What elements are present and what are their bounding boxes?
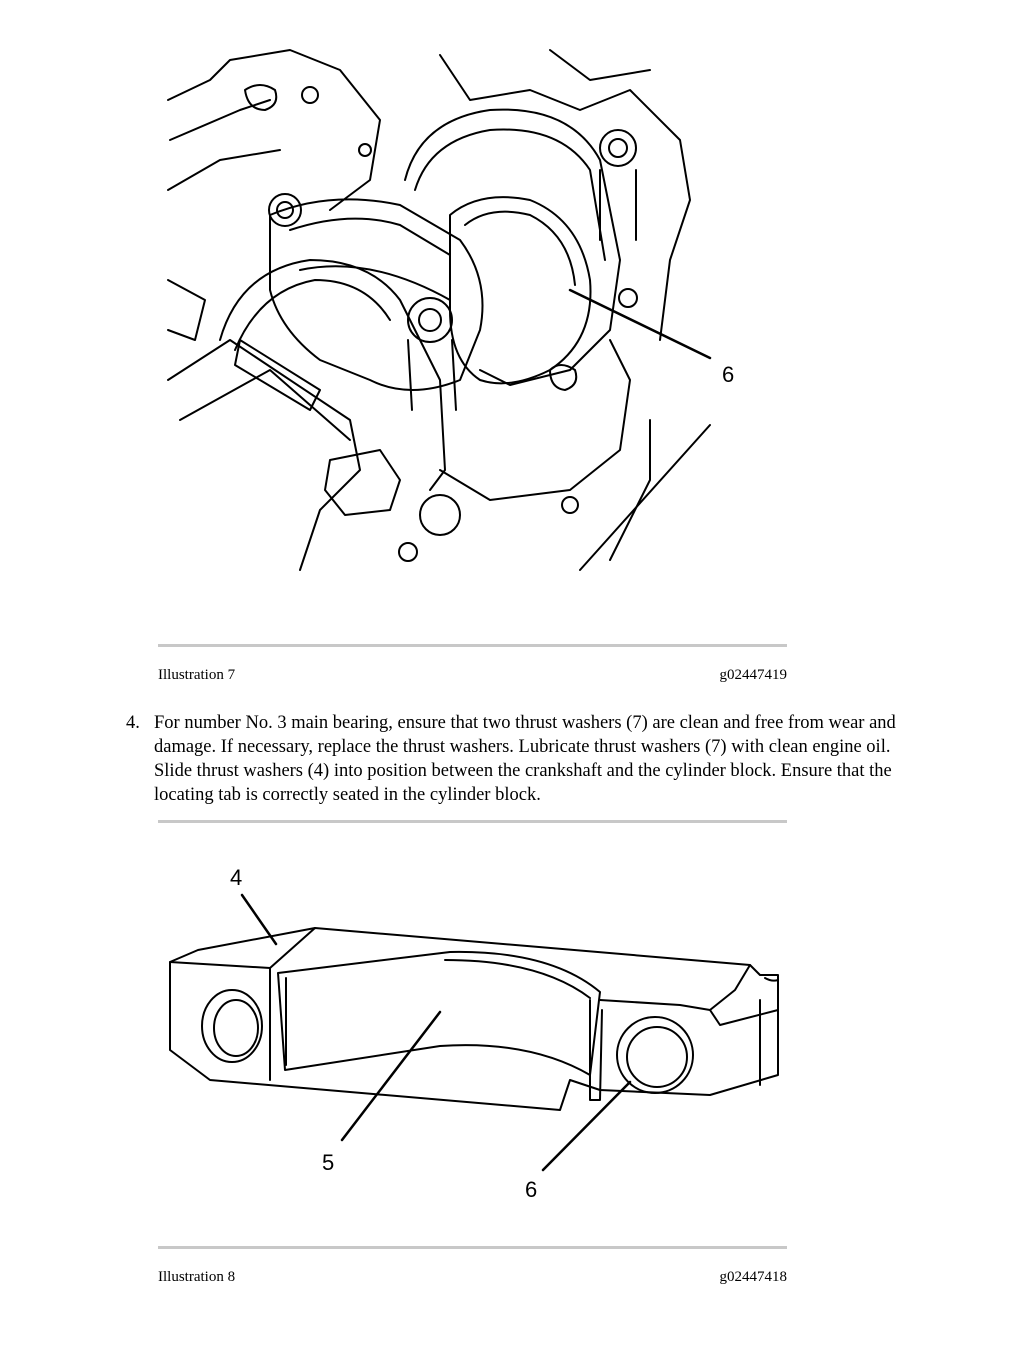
- illustration-8-caption: Illustration 8: [158, 1269, 236, 1285]
- illustration-8-drawing: 4 5 6: [169, 865, 779, 1202]
- divider: [158, 644, 787, 647]
- illustration-7-code: g02447419: [719, 667, 788, 683]
- illustration-8-callout-5: 5: [322, 1150, 334, 1175]
- step-number: 4.: [126, 713, 140, 733]
- illustration-8-callout-4: 4: [230, 865, 242, 890]
- illustration-7-drawing: 6: [167, 49, 734, 571]
- divider: [158, 1246, 787, 1249]
- step-text: For number No. 3 main bearing, ensure th…: [154, 713, 896, 805]
- illustration-7-caption: Illustration 7: [158, 667, 236, 683]
- divider: [158, 820, 787, 823]
- illustration-7-callout-6: 6: [722, 362, 734, 387]
- illustration-8-callout-6: 6: [525, 1177, 537, 1202]
- illustration-8-code: g02447418: [719, 1269, 788, 1285]
